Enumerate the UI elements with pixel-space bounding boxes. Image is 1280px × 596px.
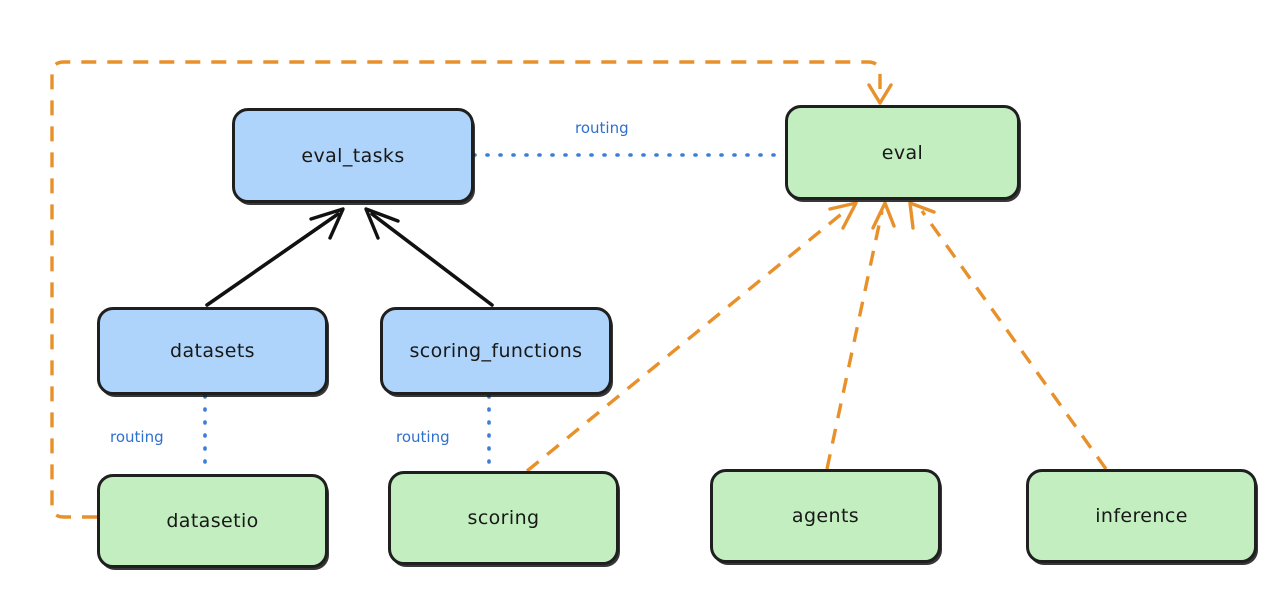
edge-label-routing-datasets-datasetio: routing [110,428,164,446]
edge-datasetio-to-eval [50,60,893,519]
node-label: eval [881,141,924,164]
node-label: agents [791,505,860,527]
node-scoring[interactable]: scoring [388,471,619,565]
edge-agents-to-eval [825,201,896,470]
node-eval[interactable]: eval [785,105,1020,200]
edge-inference-to-eval [908,201,1108,470]
node-label: datasetio [166,510,259,532]
node-label: datasets [170,340,255,362]
edge-label-routing-scoring-functions-scoring: routing [396,428,450,446]
edge-scoring-to-eval [525,201,858,473]
node-eval-tasks[interactable]: eval_tasks [232,108,474,203]
node-agents[interactable]: agents [710,469,941,563]
node-scoring-functions[interactable]: scoring_functions [380,307,612,395]
node-label: inference [1095,505,1188,527]
edge-label-routing-eval-tasks-eval: routing [575,119,629,137]
edge-scoring_functions-to-eval_tasks [364,207,494,307]
node-inference[interactable]: inference [1026,469,1257,563]
edge-datasets-to-eval_tasks [205,207,345,307]
node-label: eval_tasks [301,144,405,167]
node-datasets[interactable]: datasets [97,307,328,395]
node-label: scoring [467,507,540,529]
node-label: scoring_functions [409,340,583,362]
node-datasetio[interactable]: datasetio [97,474,328,568]
